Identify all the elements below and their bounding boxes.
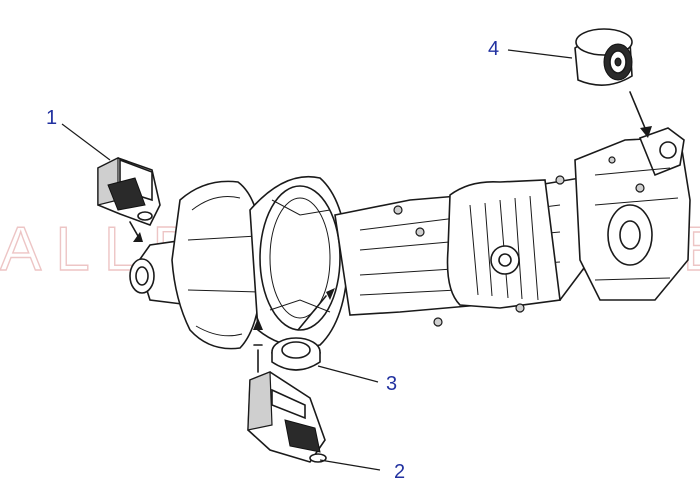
callout-number-4: 4 [488, 38, 499, 60]
leader-4 [507, 49, 573, 59]
callout-number-2: 2 [394, 461, 405, 483]
part-2-mount-bracket [247, 318, 327, 463]
part-3-bush [271, 288, 335, 371]
part-2-arrow-icon [253, 318, 263, 330]
leader-2 [319, 459, 381, 471]
part-3-arrow-icon [326, 288, 335, 300]
leader-3 [317, 365, 379, 383]
part-1-arrow-icon [133, 232, 143, 242]
part-4-arrow-icon [640, 126, 652, 138]
leader-1 [61, 123, 111, 161]
bolt-heads [393, 156, 645, 327]
callout-number-1: 1 [46, 107, 57, 129]
callout-number-3: 3 [386, 373, 397, 395]
part-1-mount-bracket [97, 157, 161, 242]
callout-leaders [61, 49, 573, 471]
ribbed-housing-detail [469, 195, 539, 301]
part-4-bush [574, 28, 652, 138]
transmission-assembly [129, 127, 691, 350]
